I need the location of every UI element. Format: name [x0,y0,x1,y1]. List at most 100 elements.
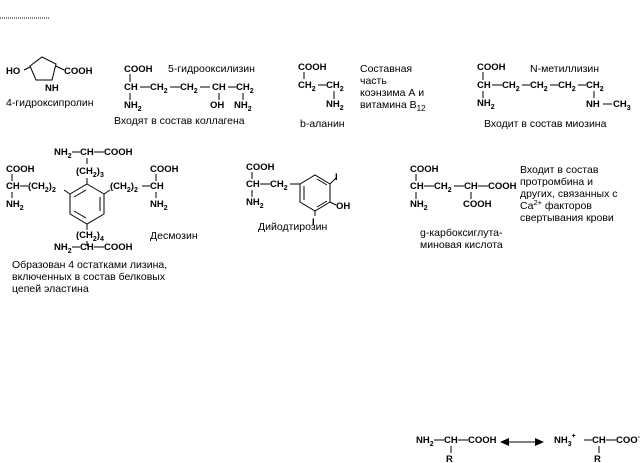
arrow-left-head [500,438,509,446]
pyrrolidine-ring [29,56,57,81]
svg-text:CH2: CH2 [298,80,316,93]
svg-text:NH2: NH2 [246,197,264,210]
hydroxylysine-caption: 5-гидрооксилизин [168,63,255,75]
svg-text:Составная: Составная [360,63,412,75]
myosin-caption: Входит в состав миозина [484,118,607,130]
svg-text:CH2: CH2 [502,80,520,93]
svg-text:NH: NH [586,99,600,110]
svg-text:CH: CH [80,242,94,253]
svg-text:(CH2)2: (CH2)2 [110,181,138,194]
carboxyglutamic-structure: COOH CH CH2 CH COOH COOH NH2 [410,164,517,212]
svg-text:CH: CH [80,147,94,158]
svg-text:CH: CH [444,435,458,446]
svg-text:CH: CH [6,181,20,192]
svg-text:CH2: CH2 [236,82,254,95]
nh-text: NH [45,83,59,94]
svg-text:COOH: COOH [298,62,327,73]
svg-text:(CH2)4: (CH2)4 [76,230,104,243]
svg-text:COOH: COOH [150,164,179,175]
svg-text:NH2: NH2 [150,199,168,212]
methyllysine-caption: N-метиллизин [530,63,599,75]
svg-text:CH3: CH3 [613,99,631,112]
svg-text:NH3+: NH3+ [554,433,576,448]
svg-text:R: R [446,454,453,463]
svg-text:NH2: NH2 [326,99,344,112]
svg-text:CH2: CH2 [586,80,604,93]
elastin-note: Образован 4 остатками лизина, включенных… [12,259,167,295]
svg-text:NH2: NH2 [6,199,24,212]
hydroxyproline-structure: HO COOH NH [6,56,93,94]
arrow-right-head [535,438,544,446]
svg-text:COOH: COOH [410,164,439,175]
svg-text:витамина В12: витамина В12 [360,99,426,113]
svg-text:включенных в состав белковых: включенных в состав белковых [12,271,166,283]
svg-text:NH2: NH2 [124,100,142,113]
svg-text:часть: часть [360,75,387,87]
svg-text:CH2: CH2 [558,80,576,93]
svg-text:CH2: CH2 [434,181,452,194]
svg-text:Входит в состав: Входит в состав [520,164,599,176]
svg-text:NH2: NH2 [54,242,72,255]
svg-text:Образован 4 остатками лизина,: Образован 4 остатками лизина, [12,259,167,271]
svg-text:CH: CH [124,82,138,93]
svg-text:I: I [312,217,315,228]
methyllysine-structure: COOH CH CH2 CH2 CH2 CH2 NH2 NH CH3 [477,62,631,112]
svg-text:CH: CH [592,435,606,446]
svg-text:CH: CH [464,181,478,192]
zwitterion-equilibrium: NH2 CH COOH R NH3+ CH COO- R [416,433,641,463]
svg-text:других, связанных с: других, связанных с [520,188,618,200]
svg-text:R: R [594,454,601,463]
ho-text: HO [6,66,20,77]
svg-text:COOH: COOH [104,147,133,158]
svg-text:CH: CH [477,80,491,91]
svg-text:COOH: COOH [468,435,497,446]
desmosine-structure: NH2 CH COOH (CH2)3 COOH CH (CH2)2 NH2 (C… [6,147,179,255]
svg-text:NH2: NH2 [410,199,428,212]
svg-text:(CH2)2: (CH2)2 [28,181,56,194]
svg-text:COO-: COO- [616,434,641,446]
hydroxylysine-structure: COOH CH CH2 CH2 CH CH2 NH2 OH NH2 [124,64,254,113]
pyridinium-ring [69,183,105,225]
svg-text:OH: OH [336,201,350,212]
svg-text:OH: OH [210,100,224,111]
svg-text:коэнзима А и: коэнзима А и [360,87,424,99]
coenzyme-note: Составная часть коэнзима А и витамина В1… [360,63,426,113]
b-alanine-caption: b-аланин [300,118,345,130]
svg-text:COOH: COOH [104,242,133,253]
svg-text:CH2: CH2 [270,179,288,192]
b-alanine-structure: COOH CH2 CH2 NH2 [298,62,344,112]
diiodotyrosine-structure: COOH CH CH2 I OH I NH2 [246,162,350,228]
svg-text:Ca2+ факторов: Ca2+ факторов [520,198,592,212]
svg-text:миновая кислота: миновая кислота [420,239,503,251]
svg-text:CH2: CH2 [326,80,344,93]
cooh-text: COOH [64,66,93,77]
svg-text:NH2: NH2 [54,147,72,160]
svg-text:CH: CH [150,181,164,192]
svg-text:CH: CH [410,181,424,192]
svg-text:COOH: COOH [488,181,517,192]
svg-text:(CH2)3: (CH2)3 [76,166,104,179]
svg-text:COOH: COOH [477,62,506,73]
svg-text:цепей эластина: цепей эластина [12,283,89,295]
diiodotyrosine-caption: Дийодтирозин [258,221,327,233]
svg-text:COOH: COOH [6,164,35,175]
svg-text:CH2: CH2 [180,82,198,95]
svg-text:COOH: COOH [124,64,153,75]
svg-text:CH2: CH2 [150,82,168,95]
svg-text:CH2: CH2 [530,80,548,93]
svg-text:NH2: NH2 [416,435,434,448]
hydroxyproline-caption: 4-гидроксипролин [6,97,94,109]
svg-text:COOH: COOH [246,162,275,173]
svg-text:NH2: NH2 [234,100,252,113]
prothrombin-note: Входит в состав протромбина и других, св… [520,164,618,224]
svg-text:I: I [335,172,338,183]
collagen-caption: Входят в состав коллагена [114,115,245,127]
svg-text:CH: CH [246,179,260,190]
svg-text:протромбина и: протромбина и [520,176,593,188]
svg-text:CH: CH [212,82,226,93]
carboxyglutamic-caption: g-карбоксиглута- миновая кислота [420,227,503,251]
svg-text:свертывания крови: свертывания крови [520,212,614,224]
desmosine-caption: Десмозин [150,230,198,242]
svg-text:COOH: COOH [463,199,492,210]
